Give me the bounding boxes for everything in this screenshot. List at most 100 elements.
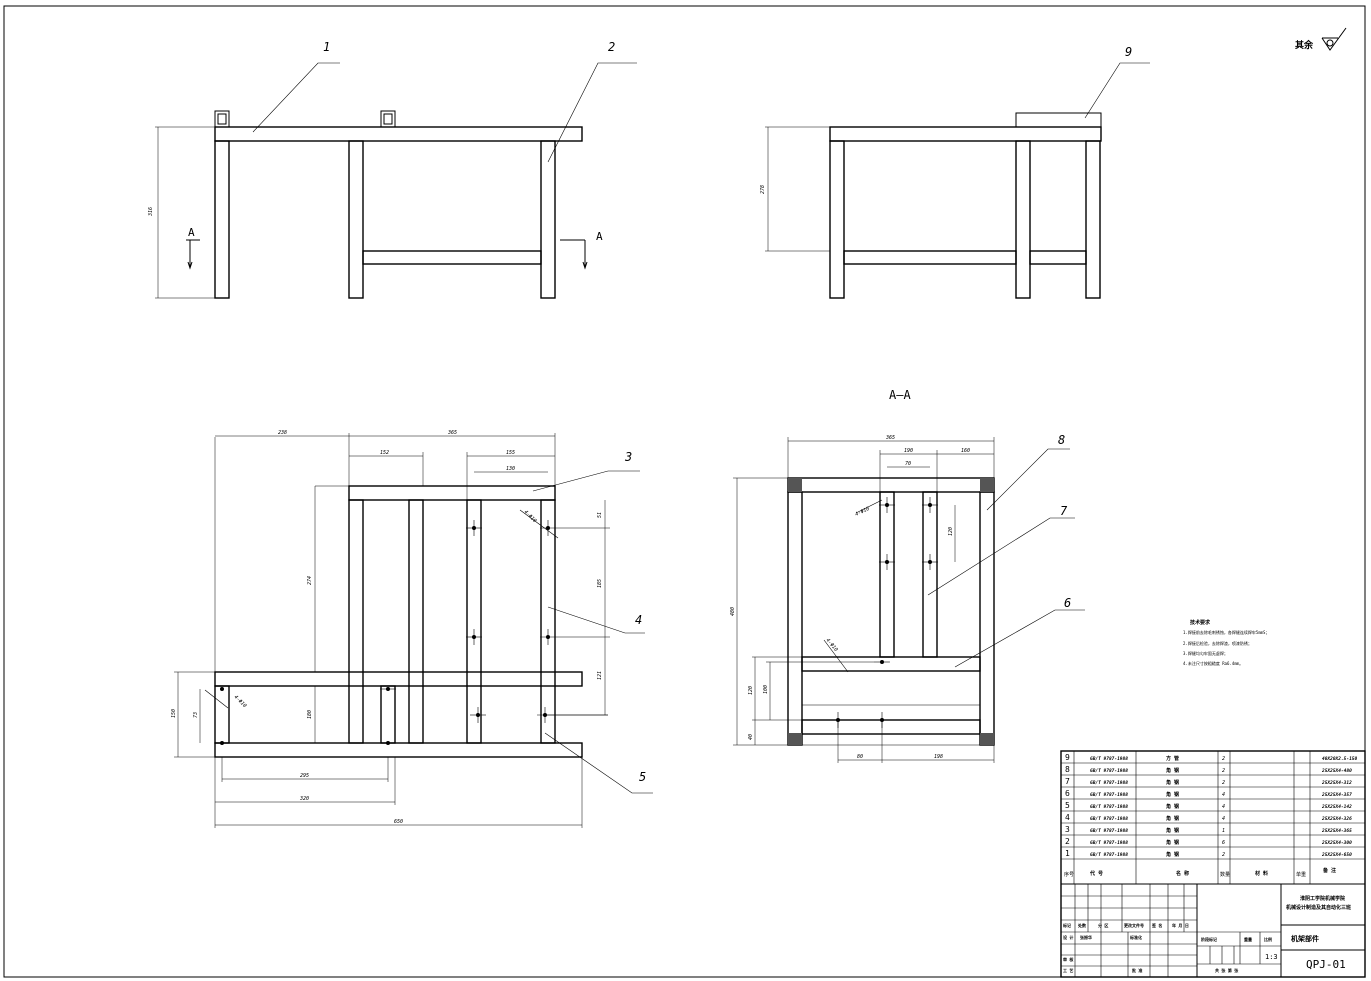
bom-row-code: GB/T 9787-1988 (1090, 852, 1128, 858)
craft-label: 工 艺 (1063, 967, 1073, 973)
drawing-code: QPJ-01 (1306, 958, 1346, 971)
stage-label-2: 比例 (1264, 936, 1272, 942)
bom-row-no: 1 (1065, 849, 1070, 858)
roughness-symbol: 其余 (1295, 27, 1347, 51)
bom-row-note: 25X25X4-365 (1321, 828, 1352, 834)
dim-320: 320 (299, 796, 309, 802)
dim-295: 295 (300, 773, 309, 779)
dim-s-190: 190 (904, 448, 913, 454)
bom-row-no: 8 (1065, 765, 1070, 774)
bom-row-code: GB/T 9787-1988 (1090, 756, 1128, 762)
bom-header-no: 序号 (1064, 871, 1074, 878)
bom-row-qty: 2 (1222, 780, 1225, 786)
bom-row-qty: 4 (1222, 792, 1225, 798)
hole-markers (220, 520, 610, 745)
row-label-1: 处数 (1077, 922, 1086, 928)
review-label: 审 核 (1063, 956, 1073, 962)
notes-line-4: 4.未注尺寸按粗糙度 Ra6.4mm。 (1183, 660, 1243, 666)
stage-label-1: 重量 (1244, 936, 1252, 942)
balloon-7: 7 (1060, 504, 1068, 518)
balloon-2: 2 (608, 40, 615, 54)
dim-185: 185 (597, 579, 603, 588)
balloon-8: 8 (1058, 433, 1065, 447)
balloon-9: 9 (1125, 45, 1132, 59)
section-marker-left: A (188, 226, 195, 239)
dim-s-100: 100 (763, 685, 769, 694)
bom-row-qty: 1 (1222, 828, 1225, 834)
technical-notes: 技术要求 1.焊接前去除毛刺锈蚀，各焊缝连续焊牢5mmS； 2.焊接后检验，去除… (1183, 619, 1269, 666)
row-label-5: 年 月 日 (1172, 922, 1189, 928)
sheets: 共 张 第 张 (1215, 967, 1239, 973)
row-label-4: 签 名 (1151, 922, 1162, 928)
dim-238: 238 (278, 430, 287, 436)
dim-s-120b: 120 (748, 686, 754, 695)
dim-152: 152 (380, 450, 389, 456)
bom-row-qty: 4 (1222, 804, 1225, 810)
balloon-4: 4 (635, 613, 642, 627)
bom-header-weight: 单重 (1296, 871, 1306, 878)
dim-73: 73 (193, 712, 199, 718)
dim-180: 180 (307, 710, 313, 719)
row-label-2: 分 区 (1098, 922, 1108, 928)
hole-dim-top: 4-Φ10 (523, 509, 538, 524)
bom-header-material: 材 料 (1255, 870, 1268, 877)
dim-s-120: 120 (948, 527, 954, 536)
bom-row-qty: 6 (1222, 840, 1225, 846)
roughness-note: 其余 (1295, 39, 1314, 51)
top-view: 238 365 152 155 130 274 180 51 185 121 4… (171, 430, 653, 828)
drawing-frame (3, 5, 1366, 978)
bom-row-qty: 2 (1222, 756, 1225, 762)
dim-front-height: 316 (148, 207, 154, 217)
approve-label: 批 准 (1132, 967, 1142, 973)
design-label-0: 设 计 (1063, 934, 1073, 940)
balloon-6: 6 (1064, 596, 1071, 610)
scale: 1:3 (1265, 953, 1278, 961)
bom-row-name: 角 钢 (1165, 779, 1179, 786)
section-marker-right: A (596, 230, 603, 243)
bom-row-name: 角 钢 (1165, 851, 1179, 858)
dim-130: 130 (506, 466, 515, 472)
balloon-1: 1 (323, 40, 330, 54)
notes-line-2: 2.焊接后检验，去除焊渣，喷漆防锈； (1183, 640, 1252, 646)
notes-title: 技术要求 (1190, 619, 1211, 626)
dim-s-365: 365 (885, 435, 895, 441)
notes-line-3: 3.焊缝均匀牢固无虚焊； (1183, 650, 1228, 656)
design-label-1: 张振华 (1080, 934, 1092, 940)
bom-row-qty: 4 (1222, 816, 1225, 822)
bom-row-note: 25X25X4-357 (1321, 792, 1352, 798)
bom-row-qty: 2 (1222, 852, 1225, 858)
hole-dim-bl: 4-Φ10 (233, 694, 248, 709)
bom-row-code: GB/T 9787-1988 (1090, 780, 1128, 786)
design-label-2: 标准化 (1129, 934, 1142, 940)
dim-s-160: 160 (961, 448, 970, 454)
bom-row-name: 角 钢 (1165, 815, 1179, 822)
bom-row-code: GB/T 9787-1988 (1090, 768, 1128, 774)
balloon-5: 5 (639, 770, 646, 784)
dim-650: 650 (394, 819, 403, 825)
bom-row-note: 25X25X4-300 (1321, 840, 1352, 846)
dim-155: 155 (506, 450, 515, 456)
bom-header-note: 备 注 (1322, 867, 1336, 874)
bom-row-no: 7 (1065, 777, 1070, 786)
bom-header-qty: 数量 (1220, 871, 1230, 878)
bom-row-no: 6 (1065, 789, 1070, 798)
bom-row-qty: 2 (1222, 768, 1225, 774)
bom-row-no: 3 (1065, 825, 1070, 834)
dim-365-top: 365 (447, 430, 457, 436)
title-block: 淮阴工学院机械学院 机械设计制造及其自动化三班 机架部件 QPJ-01 1:3 … (1061, 884, 1365, 977)
dim-s-70: 70 (905, 461, 911, 467)
bom-header-code: 代 号 (1089, 870, 1103, 877)
balloon-3: 3 (624, 450, 632, 464)
bom-row-no: 2 (1065, 837, 1070, 846)
bom-row-code: GB/T 9787-1988 (1090, 792, 1128, 798)
side-view: 278 9 (760, 45, 1150, 299)
bom-row-code: GB/T 9787-1988 (1090, 828, 1128, 834)
bom-row-no: 4 (1065, 813, 1070, 822)
bom-row-name: 角 钢 (1165, 839, 1179, 846)
stage-label-0: 阶段标记 (1201, 936, 1217, 942)
hole-dim-sa: 4-Φ10 (854, 506, 870, 518)
section-label: A—A (889, 388, 911, 402)
dim-side-height: 278 (760, 185, 766, 194)
